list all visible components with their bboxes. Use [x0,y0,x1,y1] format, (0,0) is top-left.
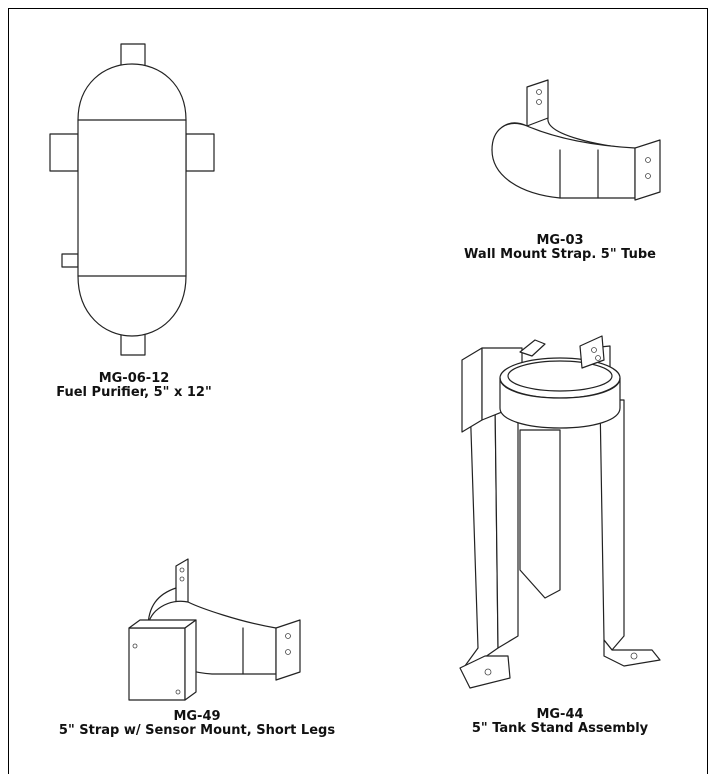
fuel-purifier-drawing [49,43,215,356]
part-description: 5" Tank Stand Assembly [471,721,649,736]
part-code: MG-44 [536,707,584,722]
part-description: Fuel Purifier, 5" x 12" [56,385,212,400]
sensor-strap-drawing [128,558,301,701]
caption-mg-49: MG-49 5" Strap w/ Sensor Mount, Short Le… [52,710,342,738]
wall-mount-strap-drawing [491,79,661,201]
caption-mg-03: MG-03 Wall Mount Strap. 5" Tube [448,234,672,262]
part-description: 5" Strap w/ Sensor Mount, Short Legs [58,723,336,738]
part-code: MG-03 [536,233,584,248]
caption-mg-44: MG-44 5" Tank Stand Assembly [444,708,676,736]
part-description: Wall Mount Strap. 5" Tube [464,247,656,262]
sheet-border [8,8,708,774]
part-code: MG-49 [173,709,221,724]
part-code: MG-06-12 [98,371,170,386]
caption-mg-06-12: MG-06-12 Fuel Purifier, 5" x 12" [50,372,218,400]
tank-stand-drawing [459,335,661,689]
